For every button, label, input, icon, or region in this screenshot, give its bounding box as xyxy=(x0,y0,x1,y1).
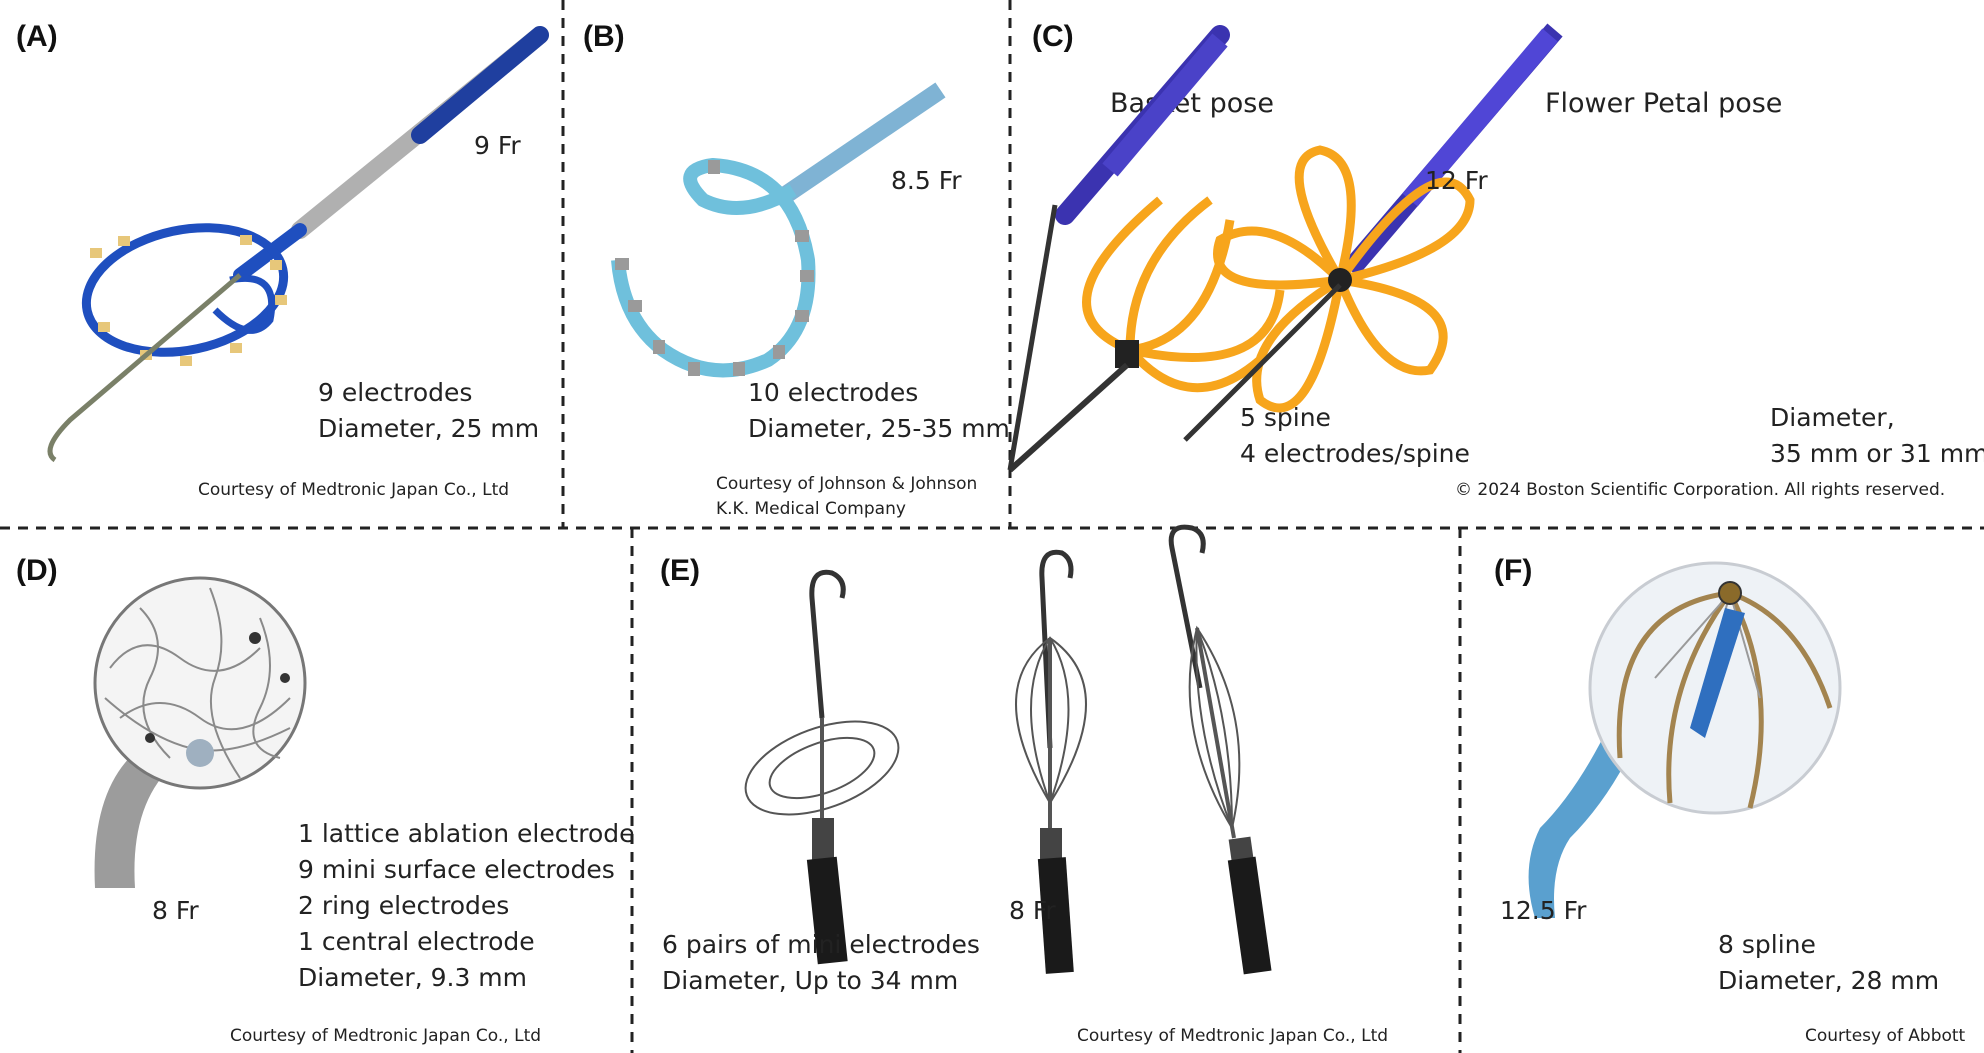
panel-b: (B) 8.5 Fr 10 electrodes Diameter, 25-35… xyxy=(563,0,1010,528)
panel-label: (E) xyxy=(660,554,700,587)
spec-line: 5 spine xyxy=(1240,403,1331,432)
spec-line: Diameter, 9.3 mm xyxy=(298,963,528,992)
panel-label: (B) xyxy=(583,20,625,53)
loop-catheter-image xyxy=(47,26,549,463)
spec-line: 9 mini surface electrodes xyxy=(298,855,615,884)
size-label: 12 Fr xyxy=(1425,166,1488,195)
panel-a: (A) 9 Fr 9 electrodes Diameter, 25 mm Co… xyxy=(0,0,563,528)
credit-text: K.K. Medical Company xyxy=(716,499,906,519)
cage-catheter-images xyxy=(744,524,1272,975)
spec-line: 10 electrodes xyxy=(748,378,919,407)
spec-line: Diameter, 28 mm xyxy=(1718,966,1940,995)
spec-line: 35 mm or 31 mm xyxy=(1770,439,1984,468)
size-label: 12.5 Fr xyxy=(1500,896,1587,925)
spec-line: 2 ring electrodes xyxy=(298,891,510,920)
panel-label: (D) xyxy=(16,554,58,587)
credit-text: Courtesy of Medtronic Japan Co., Ltd xyxy=(198,480,510,500)
credit-text: Courtesy of Medtronic Japan Co., Ltd xyxy=(1077,1026,1389,1046)
credit-text: © 2024 Boston Scientific Corporation. Al… xyxy=(1455,480,1946,500)
spec-line: Diameter, 25-35 mm xyxy=(748,414,1010,443)
lattice-catheter-image xyxy=(93,576,307,888)
spec-line: Diameter, 25 mm xyxy=(318,414,540,443)
size-label: 8 Fr xyxy=(152,896,199,925)
panel-label: (A) xyxy=(16,20,58,53)
panel-label: (C) xyxy=(1032,20,1074,53)
credit-text: Courtesy of Medtronic Japan Co., Ltd xyxy=(230,1026,542,1046)
size-label: 9 Fr xyxy=(474,131,521,160)
size-label: 8.5 Fr xyxy=(891,166,962,195)
spec-line: 8 spline xyxy=(1718,930,1816,959)
credit-text: Courtesy of Johnson & Johnson xyxy=(716,474,978,494)
spec-line: 1 central electrode xyxy=(298,927,535,956)
spec-line: Diameter, xyxy=(1770,403,1895,432)
balloon-catheter-image xyxy=(1528,561,1842,918)
spec-line: 9 electrodes xyxy=(318,378,473,407)
panel-e: (E) 8 Fr 6 pairs of mini electrodes Diam… xyxy=(632,524,1460,1053)
spec-line: 1 lattice ablation electrode xyxy=(298,819,635,848)
panel-label: (F) xyxy=(1494,554,1533,587)
panel-d: (D) 8 Fr 1 lattice ablation electrode 9 … xyxy=(0,528,635,1053)
spiral-catheter-image xyxy=(611,82,946,378)
spec-line: Diameter, Up to 34 mm xyxy=(662,966,959,995)
spec-line: 6 pairs of mini electrodes xyxy=(662,930,980,959)
size-label: 8 Fr xyxy=(1009,896,1056,925)
spec-line: 4 electrodes/spine xyxy=(1240,439,1470,468)
flower-pose-title: Flower Petal pose xyxy=(1545,88,1783,119)
panel-f: (F) 12.5 Fr 8 spline Diameter, 28 mm Cou… xyxy=(1460,528,1984,1053)
basket-catheter-image xyxy=(1007,23,1563,473)
credit-text: Courtesy of Abbott xyxy=(1805,1026,1966,1046)
panel-c: (C) Basket pose Flower Petal pose 12 Fr … xyxy=(1007,0,1984,528)
basket-pose-title: Basket pose xyxy=(1110,88,1274,119)
